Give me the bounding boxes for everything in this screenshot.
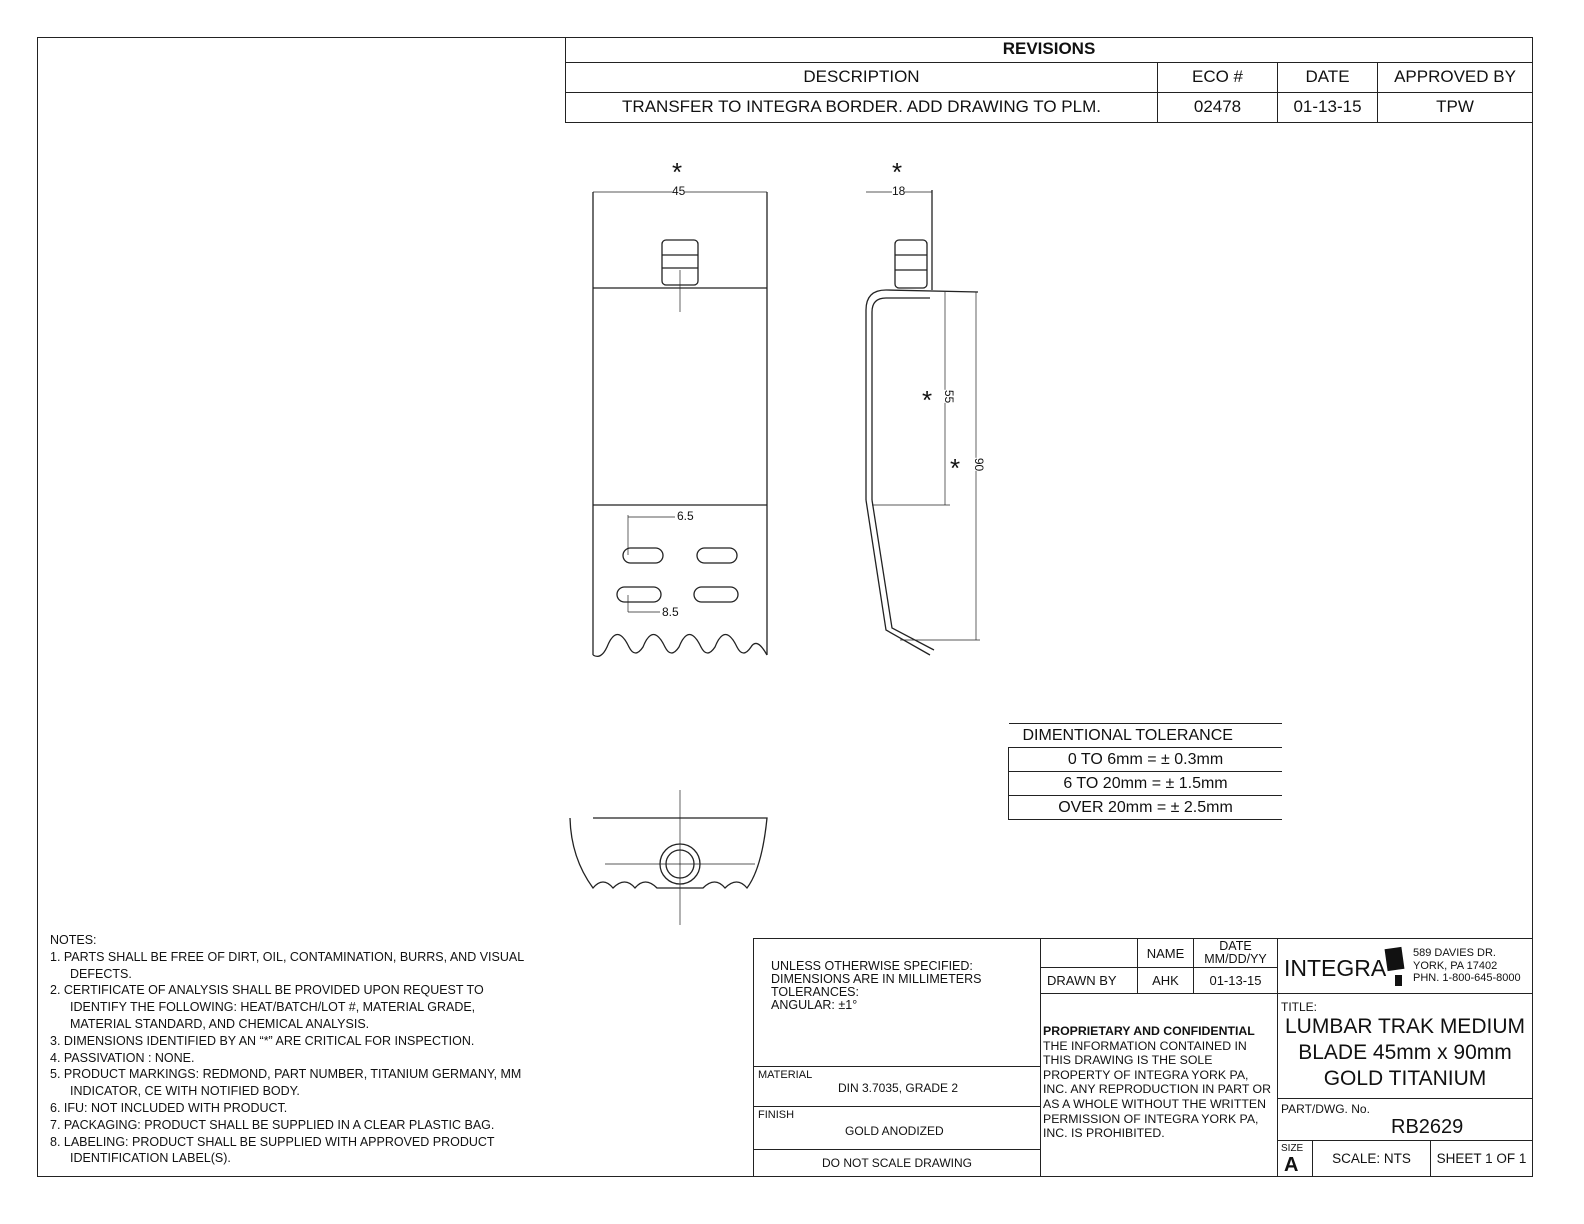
note-item: 6. IFU: NOT INCLUDED WITH PRODUCT. <box>50 1100 288 1115</box>
critical-mark: * <box>892 157 903 187</box>
side-view <box>865 190 980 656</box>
address-line: YORK, PA 17402 <box>1413 959 1498 972</box>
title-cell: TITLE: LUMBAR TRAK MEDIUM BLADE 45mm x 9… <box>1277 993 1533 1099</box>
note-item: 2. CERTIFICATE OF ANALYSIS SHALL BE PROV… <box>50 983 484 1031</box>
title-line: GOLD TITANIUM <box>1323 1067 1487 1090</box>
header-approved: APPROVED BY <box>1377 61 1533 93</box>
material-value: DIN 3.7035, GRADE 2 <box>838 1081 959 1095</box>
header-description: DESCRIPTION <box>565 61 1158 93</box>
dim-thickness: 18 <box>892 184 906 198</box>
table-row: TRANSFER TO INTEGRA BORDER. ADD DRAWING … <box>565 91 1533 123</box>
critical-mark: * <box>922 385 933 415</box>
finish-cell: FINISH GOLD ANODIZED <box>753 1106 1041 1150</box>
note-item: 5. PRODUCT MARKINGS: REDMOND, PART NUMBE… <box>50 1067 522 1099</box>
do-not-scale: DO NOT SCALE DRAWING <box>753 1149 1041 1177</box>
rev-eco: 02478 <box>1157 91 1278 123</box>
part-cell: PART/DWG. No. RB2629 <box>1277 1098 1533 1141</box>
title-line: LUMBAR TRAK MEDIUM <box>1285 1015 1525 1038</box>
part-number: RB2629 <box>1391 1116 1464 1138</box>
size-value: A <box>1284 1154 1299 1176</box>
proprietary-text: THE INFORMATION CONTAINED IN THIS DRAWIN… <box>1043 1038 1271 1141</box>
dim-width: 45 <box>672 184 686 198</box>
title-line: BLADE 45mm x 90mm <box>1298 1041 1512 1064</box>
integra-logo: INTEGRA <box>1284 955 1387 981</box>
rev-approved: TPW <box>1377 91 1533 123</box>
note-item: 8. LABELING: PRODUCT SHALL BE SUPPLIED W… <box>50 1134 495 1166</box>
front-view <box>592 191 768 658</box>
sheet: SHEET 1 OF 1 <box>1430 1140 1533 1177</box>
unless-line: UNLESS OTHERWISE SPECIFIED: <box>771 959 973 973</box>
material-label: MATERIAL <box>758 1069 813 1081</box>
blank-cell <box>1040 938 1138 968</box>
notes: NOTES: 1. PARTS SHALL BE FREE OF DIRT, O… <box>50 932 580 1167</box>
notes-title: NOTES: <box>50 933 97 947</box>
logo-mark-icon <box>1395 975 1402 986</box>
tolerance-row: 0 TO 6mm = ± 0.3mm <box>1008 747 1282 772</box>
revisions-title: REVISIONS <box>565 37 1533 63</box>
critical-mark: * <box>950 453 961 483</box>
tolerance-row: 6 TO 20mm = ± 1.5mm <box>1008 771 1282 796</box>
dim-overall: 90 <box>972 457 987 472</box>
material-cell: MATERIAL DIN 3.7035, GRADE 2 <box>753 1066 1041 1107</box>
date-header: DATE MM/DD/YY <box>1193 938 1278 968</box>
general-tolerances: UNLESS OTHERWISE SPECIFIED:DIMENSIONS AR… <box>753 938 1041 1067</box>
unless-line: DIMENSIONS ARE IN MILLIMETERS <box>771 972 982 986</box>
dim-slot-lower: 8.5 <box>662 605 679 619</box>
size-label: SIZE <box>1281 1143 1304 1154</box>
scale: SCALE: NTS <box>1312 1140 1431 1177</box>
dim-upper: 55 <box>942 389 957 404</box>
note-item: 7. PACKAGING: PRODUCT SHALL BE SUPPLIED … <box>50 1117 495 1132</box>
proprietary-title: PROPRIETARY AND CONFIDENTIAL <box>1043 1024 1255 1038</box>
size-cell: SIZE A <box>1277 1140 1313 1177</box>
header-date: DATE <box>1277 61 1378 93</box>
name-header: NAME <box>1137 938 1194 968</box>
note-item: 3. DIMENSIONS IDENTIFIED BY AN “*” ARE C… <box>50 1033 475 1048</box>
bottom-view <box>569 790 768 925</box>
tolerance-title: DIMENTIONAL TOLERANCE <box>1008 723 1282 748</box>
part-label: PART/DWG. No. <box>1281 1102 1370 1116</box>
unless-line: ANGULAR: ±1° <box>771 998 858 1012</box>
drawn-by: AHK <box>1137 967 1194 994</box>
drawn-date: 01-13-15 <box>1193 967 1278 994</box>
unless-line: TOLERANCES: <box>771 985 859 999</box>
rev-description: TRANSFER TO INTEGRA BORDER. ADD DRAWING … <box>565 91 1158 123</box>
critical-mark: * <box>672 157 683 187</box>
dim-slot-offset: 6.5 <box>677 509 694 523</box>
logo-mark-icon <box>1384 946 1405 972</box>
address-line: PHN. 1-800-645-8000 <box>1413 972 1521 984</box>
note-item: 4. PASSIVATION : NONE. <box>50 1050 195 1065</box>
title-label: TITLE: <box>1281 1000 1318 1014</box>
note-item: 1. PARTS SHALL BE FREE OF DIRT, OIL, CON… <box>50 949 524 981</box>
proprietary-notice: PROPRIETARY AND CONFIDENTIAL THE INFORMA… <box>1040 993 1278 1177</box>
tolerance-table: DIMENTIONAL TOLERANCE 0 TO 6mm = ± 0.3mm… <box>1008 723 1282 820</box>
finish-value: GOLD ANODIZED <box>845 1124 944 1138</box>
rev-date: 01-13-15 <box>1277 91 1378 123</box>
finish-label: FINISH <box>758 1109 795 1121</box>
address-line: 589 DAVIES DR. <box>1413 947 1496 959</box>
drawn-by-label: DRAWN BY <box>1040 967 1138 994</box>
tolerance-row: OVER 20mm = ± 2.5mm <box>1008 795 1282 820</box>
